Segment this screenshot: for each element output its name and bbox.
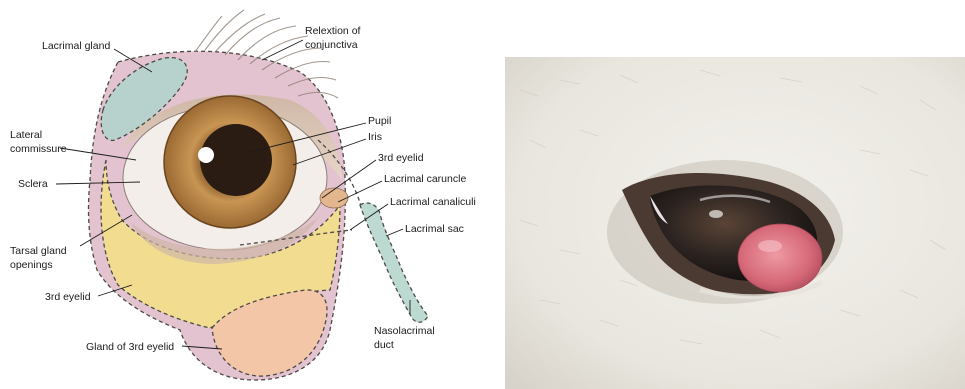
label-reflexion-line2: conjunctiva xyxy=(305,39,358,51)
label-gland-of-3rd-eyelid: Gland of 3rd eyelid xyxy=(86,341,174,353)
pupil-highlight xyxy=(198,147,214,163)
label-3rd-eyelid-upper: 3rd eyelid xyxy=(378,152,424,164)
label-pupil: Pupil xyxy=(368,115,391,127)
label-tarsal-line2: openings xyxy=(10,259,53,271)
label-nasolacrimal-line1: Nasolacrimal xyxy=(374,325,435,337)
label-tarsal-line1: Tarsal gland xyxy=(10,245,67,257)
prolapse-highlight xyxy=(758,240,782,252)
label-lacrimal-caruncle: Lacrimal caruncle xyxy=(384,173,466,185)
label-sclera: Sclera xyxy=(18,178,48,190)
label-reflexion-line1: Relextion of xyxy=(305,25,361,37)
photo-eye-highlight xyxy=(709,210,723,218)
label-lacrimal-canaliculi: Lacrimal canaliculi xyxy=(390,196,476,208)
label-lateral-line1: Lateral xyxy=(10,129,42,141)
label-3rd-eyelid-lower: 3rd eyelid xyxy=(45,291,91,303)
label-nasolacrimal-line2: duct xyxy=(374,339,394,351)
photo-panel xyxy=(505,57,965,389)
lacrimal-sac-and-duct xyxy=(360,203,428,322)
label-iris: Iris xyxy=(368,131,382,143)
label-lacrimal-sac: Lacrimal sac xyxy=(405,223,464,235)
lacrimal-caruncle xyxy=(320,188,348,208)
label-lacrimal-gland: Lacrimal gland xyxy=(42,40,110,52)
prolapsed-third-eyelid-gland xyxy=(738,224,822,292)
label-lateral-line2: commissure xyxy=(10,143,67,155)
